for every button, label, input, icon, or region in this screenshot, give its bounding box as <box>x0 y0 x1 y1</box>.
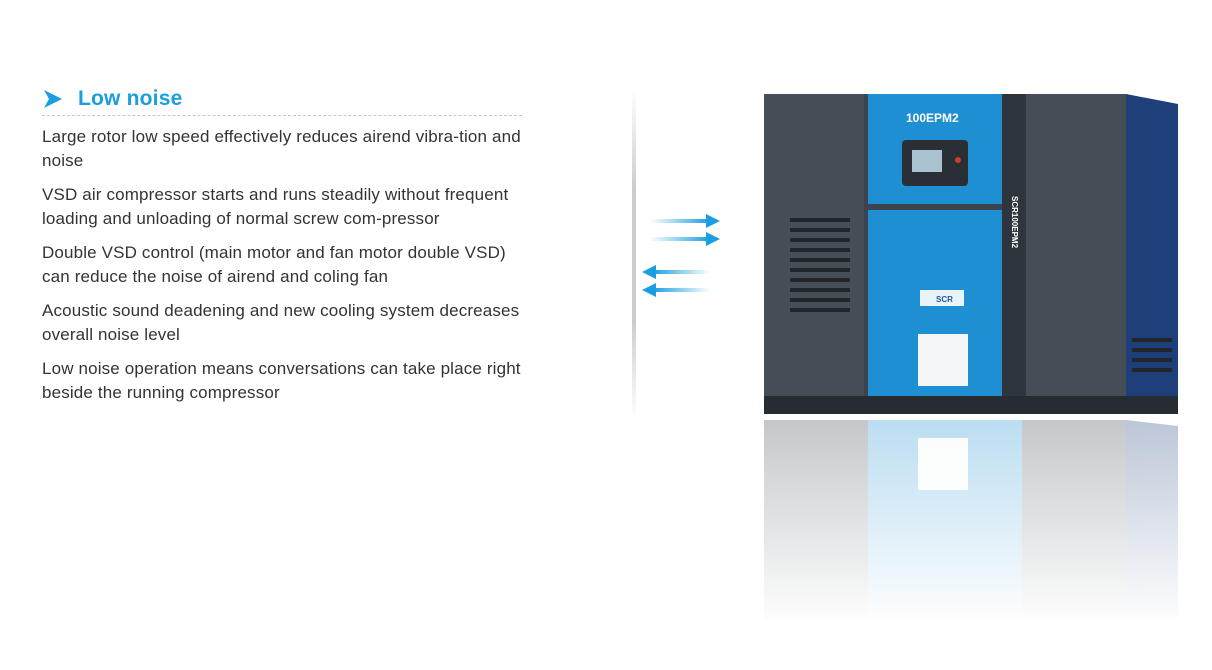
chevron-right-icon <box>44 90 62 108</box>
feature-paragraph: Acoustic sound deadening and new cooling… <box>42 301 520 344</box>
airflow-arrows-icon <box>642 214 720 297</box>
logo-label: SCR <box>936 295 953 304</box>
section-heading: Low noise <box>42 86 528 112</box>
feature-paragraph: Low noise operation means conversations … <box>42 359 521 402</box>
vertical-divider <box>632 90 636 420</box>
feature-paragraph: Double VSD control (main motor and fan m… <box>42 243 506 286</box>
side-model-label: SCR100EPM2 <box>1010 196 1019 249</box>
compressor-image: 100EPM2 SCR SCR100EPM2 <box>760 94 1180 626</box>
model-label: 100EPM2 <box>906 111 959 125</box>
feature-section: Low noise Large rotor low speed effectiv… <box>42 86 528 415</box>
heading-divider <box>42 115 522 116</box>
feature-list: Large rotor low speed effectively reduce… <box>42 125 528 404</box>
feature-paragraph: Large rotor low speed effectively reduce… <box>42 127 521 170</box>
section-title: Low noise <box>78 87 183 110</box>
feature-paragraph: VSD air compressor starts and runs stead… <box>42 185 509 228</box>
